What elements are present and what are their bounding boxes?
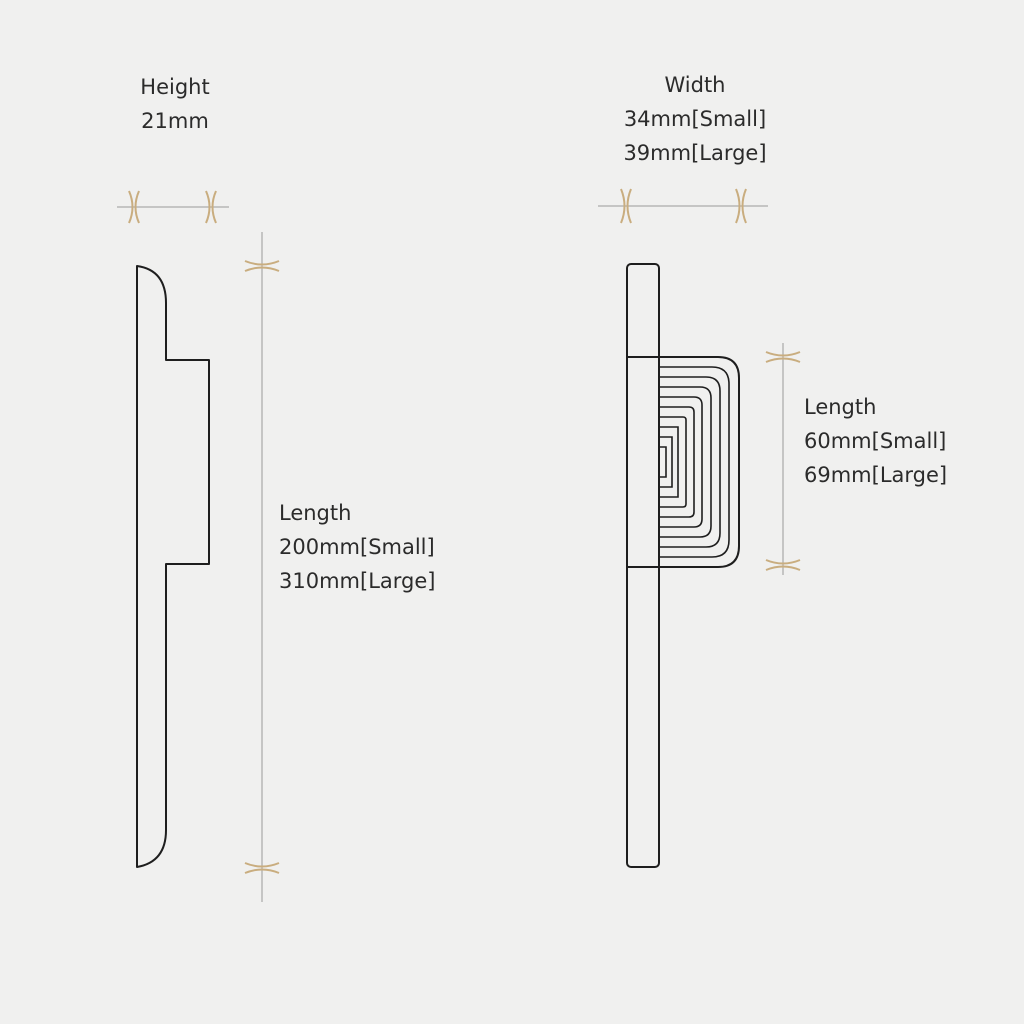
width-large-value: 39mm[Large] <box>623 141 767 165</box>
knob-length-small-value: 60mm[Small] <box>804 429 947 453</box>
knob-length-title: Length <box>804 395 877 419</box>
width-tick-right <box>735 188 747 224</box>
length-label: Length 200mm[Small] 310mm[Large] <box>279 496 435 598</box>
length-large-value: 310mm[Large] <box>279 569 436 593</box>
height-dimension <box>117 190 229 224</box>
knob-length-dimension <box>765 343 801 575</box>
grip-ridges <box>659 366 730 558</box>
length-title: Length <box>279 501 352 525</box>
handle-grip-outline <box>659 356 740 568</box>
width-tick-left <box>620 188 632 224</box>
length-dimension <box>244 232 280 902</box>
width-dimension <box>598 188 768 224</box>
length-small-value: 200mm[Small] <box>279 535 435 559</box>
knob-length-tick-bottom <box>765 559 801 571</box>
length-tick-top <box>244 260 280 272</box>
handle-bar <box>626 263 660 868</box>
knob-length-label: Length 60mm[Small] 69mm[Large] <box>804 390 947 492</box>
length-tick-bottom <box>244 862 280 874</box>
width-small-value: 34mm[Small] <box>623 107 767 131</box>
knob-length-tick-top <box>765 351 801 363</box>
height-title: Height <box>140 75 210 99</box>
knob-length-large-value: 69mm[Large] <box>804 463 948 487</box>
height-label: Height 21mm <box>110 70 240 138</box>
width-label: Width 34mm[Small] 39mm[Large] <box>590 68 800 170</box>
height-tick-left <box>128 190 140 224</box>
handle-front-view <box>626 263 740 868</box>
height-value: 21mm <box>141 109 209 133</box>
width-title: Width <box>664 73 726 97</box>
handle-side-profile <box>136 265 210 868</box>
height-tick-right <box>205 190 217 224</box>
